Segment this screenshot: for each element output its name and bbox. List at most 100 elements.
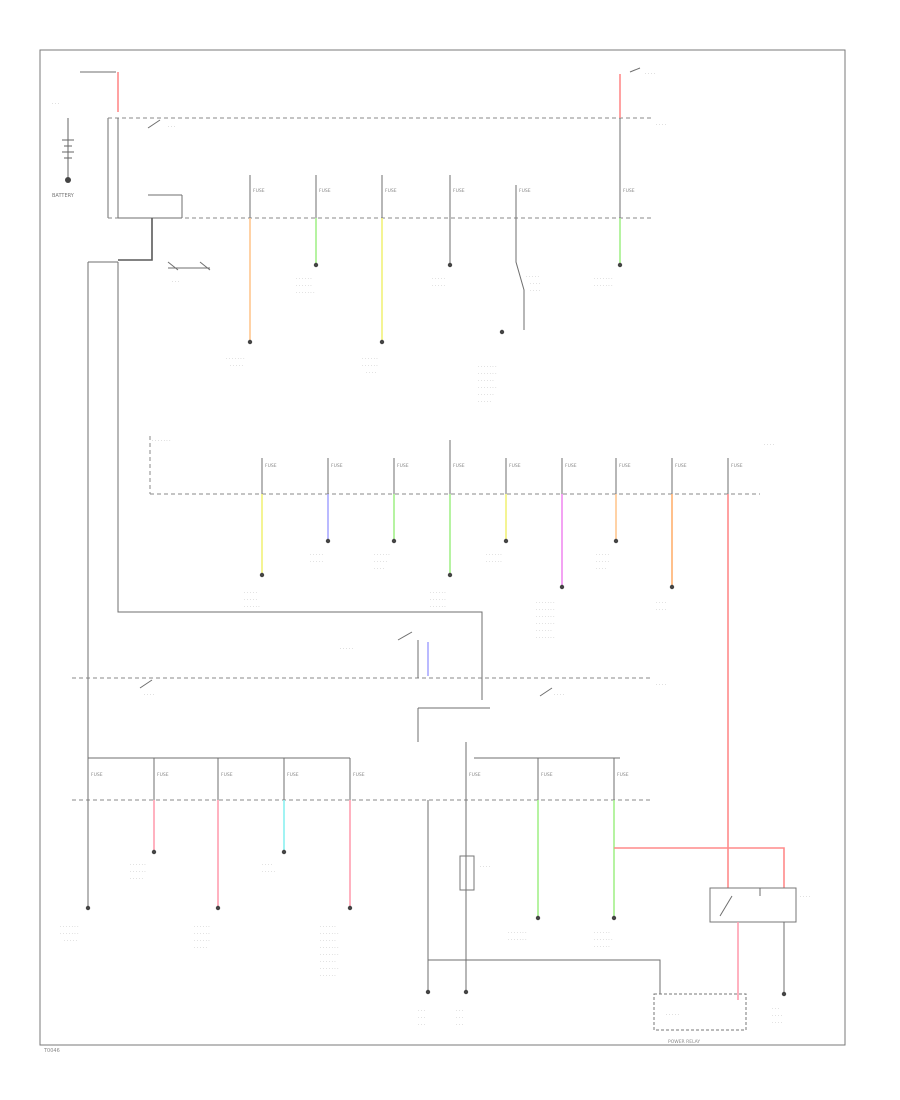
- svg-text:· · · · ·: · · · · ·: [64, 939, 77, 944]
- svg-text:· · · ·: · · · ·: [262, 863, 272, 868]
- svg-text:· · · · ·: · · · · ·: [596, 560, 609, 565]
- power-relay-switch: [719, 888, 761, 917]
- power-relay-red-feed: [614, 847, 785, 888]
- ground-bus: [428, 959, 661, 994]
- svg-text:· · · · · · ·: · · · · · · ·: [594, 277, 613, 282]
- starter-relay-wire: [118, 218, 153, 261]
- svg-text:FUSE: FUSE: [353, 772, 365, 778]
- svg-text:· · · · · · ·: · · · · · · ·: [320, 967, 339, 972]
- svg-text:FUSE: FUSE: [453, 463, 465, 469]
- top-fuse-block-label: · · · ·: [656, 123, 666, 128]
- ecu-connector-box: [653, 993, 747, 1031]
- svg-text:· · · · · · ·: · · · · · · ·: [478, 365, 497, 370]
- lower-relay-right-label: · · · ·: [554, 693, 564, 698]
- lower-branch-endpoints: [85, 849, 617, 995]
- top-captions: · · · · · · · · · · · · · · · · · · · · · …: [226, 275, 613, 405]
- svg-text:· · · · · ·: · · · · · ·: [362, 364, 378, 369]
- main-bus-left: [117, 118, 183, 219]
- lower-fuse-block-label: · · · ·: [656, 683, 666, 688]
- svg-text:FUSE: FUSE: [221, 772, 233, 778]
- svg-text:· · · ·: · · · ·: [656, 608, 666, 613]
- svg-text:FUSE: FUSE: [157, 772, 169, 778]
- svg-text:· · · · · ·: · · · · · ·: [296, 284, 312, 289]
- svg-text:FUSE: FUSE: [731, 463, 743, 469]
- svg-text:· · · · · ·: · · · · · ·: [320, 925, 336, 930]
- svg-text:· · · ·: · · · ·: [656, 601, 666, 606]
- mid-captions: · · · · · · · · · · · · · · · · · · · · · ·…: [244, 553, 666, 641]
- svg-text:· · · · · ·: · · · · · ·: [486, 553, 502, 558]
- battery-caption: · · ·: [52, 102, 59, 107]
- svg-text:· · · · · · ·: · · · · · · ·: [594, 938, 613, 943]
- svg-text:· · · ·: · · · ·: [772, 1014, 782, 1019]
- svg-text:· · · · ·: · · · · ·: [230, 364, 243, 369]
- svg-text:· · · · · ·: · · · · · ·: [478, 379, 494, 384]
- svg-text:· · · · · · ·: · · · · · · ·: [508, 938, 527, 943]
- power-relay-right-label: · · · ·: [800, 895, 810, 900]
- svg-text:· · · ·: · · · ·: [596, 567, 606, 572]
- svg-text:FUSE: FUSE: [541, 772, 553, 778]
- ignition-switch-mid: [397, 631, 419, 678]
- top-fuse-row: FUSE FUSE FUSE FUSE FUSE FUSE: [249, 175, 635, 218]
- svg-text:FUSE: FUSE: [453, 188, 465, 194]
- svg-text:· · · · ·: · · · · ·: [194, 946, 207, 951]
- svg-text:FUSE: FUSE: [319, 188, 331, 194]
- svg-text:· · · ·: · · · ·: [366, 371, 376, 376]
- svg-text:· · · · · · ·: · · · · · · ·: [296, 291, 315, 296]
- svg-text:· · · · · · ·: · · · · · · ·: [536, 615, 555, 620]
- svg-text:· · · · · · ·: · · · · · · ·: [536, 636, 555, 641]
- svg-text:· · · · · · ·: · · · · · · ·: [508, 931, 527, 936]
- svg-text:· · · · · ·: · · · · · ·: [478, 393, 494, 398]
- battery-symbol: [62, 118, 74, 183]
- starter-relay-label: · · ·: [172, 280, 179, 285]
- svg-text:· · ·: · · ·: [456, 1009, 463, 1014]
- starter-relay-switch: [167, 261, 211, 271]
- battery-feed-black: [80, 71, 116, 218]
- svg-text:· · · · · · ·: · · · · · · ·: [60, 932, 79, 937]
- svg-text:FUSE: FUSE: [385, 188, 397, 194]
- svg-text:FUSE: FUSE: [565, 463, 577, 469]
- lower-captions: · · · · · · · · · · · · · · · · · · · · · …: [60, 863, 782, 1028]
- svg-text:FUSE: FUSE: [397, 463, 409, 469]
- svg-text:FUSE: FUSE: [619, 463, 631, 469]
- mid-branch-endpoints: [259, 538, 675, 590]
- diagram-border: [39, 49, 846, 1046]
- svg-text:· · · · · · ·: · · · · · · ·: [320, 932, 339, 937]
- svg-text:· · · · ·: · · · · ·: [526, 275, 539, 280]
- svg-text:· · · · · · ·: · · · · · · ·: [226, 357, 245, 362]
- top-branch-relay: [515, 218, 525, 330]
- svg-text:· · ·: · · ·: [418, 1016, 425, 1021]
- svg-text:· · · · ·: · · · · ·: [432, 277, 445, 282]
- svg-text:FUSE: FUSE: [617, 772, 629, 778]
- svg-text:· · · · · ·: · · · · · ·: [130, 870, 146, 875]
- mid-fuse-block-label: · · · · · · ·: [152, 439, 171, 444]
- top-branch-endpoints: [247, 262, 623, 345]
- svg-text:· · · · · ·: · · · · · ·: [320, 960, 336, 965]
- svg-text:· · · · · · ·: · · · · · · ·: [536, 608, 555, 613]
- svg-text:· · · · ·: · · · · ·: [130, 877, 143, 882]
- main-relay: [147, 119, 182, 196]
- svg-text:· · ·: · · ·: [456, 1016, 463, 1021]
- tachometer-label: · · · ·: [480, 865, 490, 870]
- svg-text:· · · · ·: · · · · ·: [432, 284, 445, 289]
- svg-text:· · · · · ·: · · · · · ·: [320, 974, 336, 979]
- svg-text:· · · ·: · · · ·: [772, 1021, 782, 1026]
- svg-text:· · · · · ·: · · · · · ·: [536, 629, 552, 634]
- svg-text:· · · ·: · · · ·: [374, 567, 384, 572]
- svg-text:· · · · ·: · · · · ·: [596, 553, 609, 558]
- mid-fuse-block-right-label: · · · ·: [764, 443, 774, 448]
- svg-text:· · · · · ·: · · · · · ·: [244, 605, 260, 610]
- svg-text:FUSE: FUSE: [623, 188, 635, 194]
- svg-text:FUSE: FUSE: [253, 188, 265, 194]
- ignition-feed-black: [619, 67, 641, 218]
- svg-text:· · · · · ·: · · · · · ·: [594, 945, 610, 950]
- svg-text:· · · · · ·: · · · · · ·: [486, 560, 502, 565]
- power-relay-box: [709, 887, 797, 923]
- svg-text:· · ·: · · ·: [456, 1023, 463, 1028]
- svg-text:· · · · · · ·: · · · · · · ·: [320, 946, 339, 951]
- svg-text:· · · · · ·: · · · · · ·: [194, 939, 210, 944]
- svg-text:· · · · · ·: · · · · · ·: [430, 598, 446, 603]
- tachometer-fuse-box: [459, 855, 475, 891]
- svg-text:· · · · ·: · · · · ·: [262, 870, 275, 875]
